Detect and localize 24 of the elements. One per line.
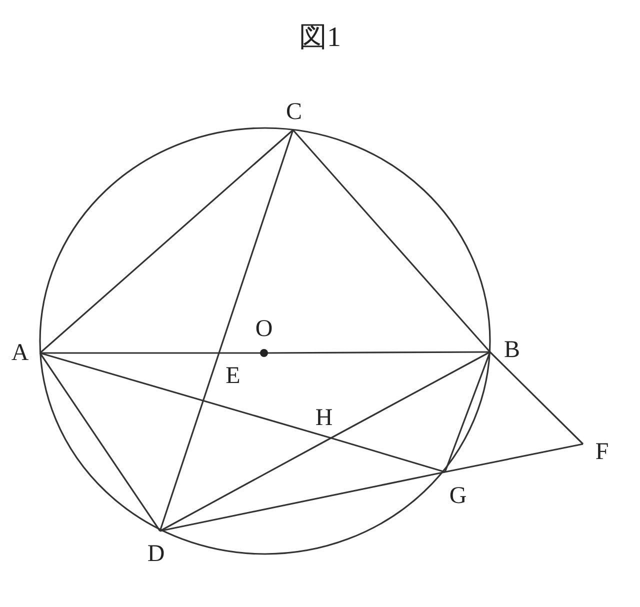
- point-label: D: [147, 542, 165, 566]
- line-segment: [489, 351, 584, 445]
- point-label: H: [315, 406, 333, 430]
- line-segment: [330, 351, 490, 439]
- line-segment: [444, 443, 584, 473]
- line-segment: [160, 437, 332, 532]
- point-label: A: [11, 341, 29, 365]
- point-label: O: [255, 317, 273, 341]
- line-segment: [218, 130, 294, 354]
- line-segment: [40, 352, 332, 439]
- line-segment: [444, 352, 491, 472]
- line-segment: [39, 129, 294, 354]
- point-label: F: [595, 440, 609, 464]
- line-segment: [330, 437, 446, 473]
- point-label: B: [504, 338, 520, 362]
- point-label: C: [286, 100, 302, 124]
- line-segment: [39, 352, 161, 532]
- figure-title: 図1: [299, 21, 341, 55]
- point-label: E: [226, 364, 240, 388]
- line-segment: [40, 352, 219, 354]
- line-segment: [160, 471, 446, 532]
- point-label: G: [449, 484, 467, 508]
- line-segment: [159, 352, 220, 532]
- line-segment: [292, 129, 491, 353]
